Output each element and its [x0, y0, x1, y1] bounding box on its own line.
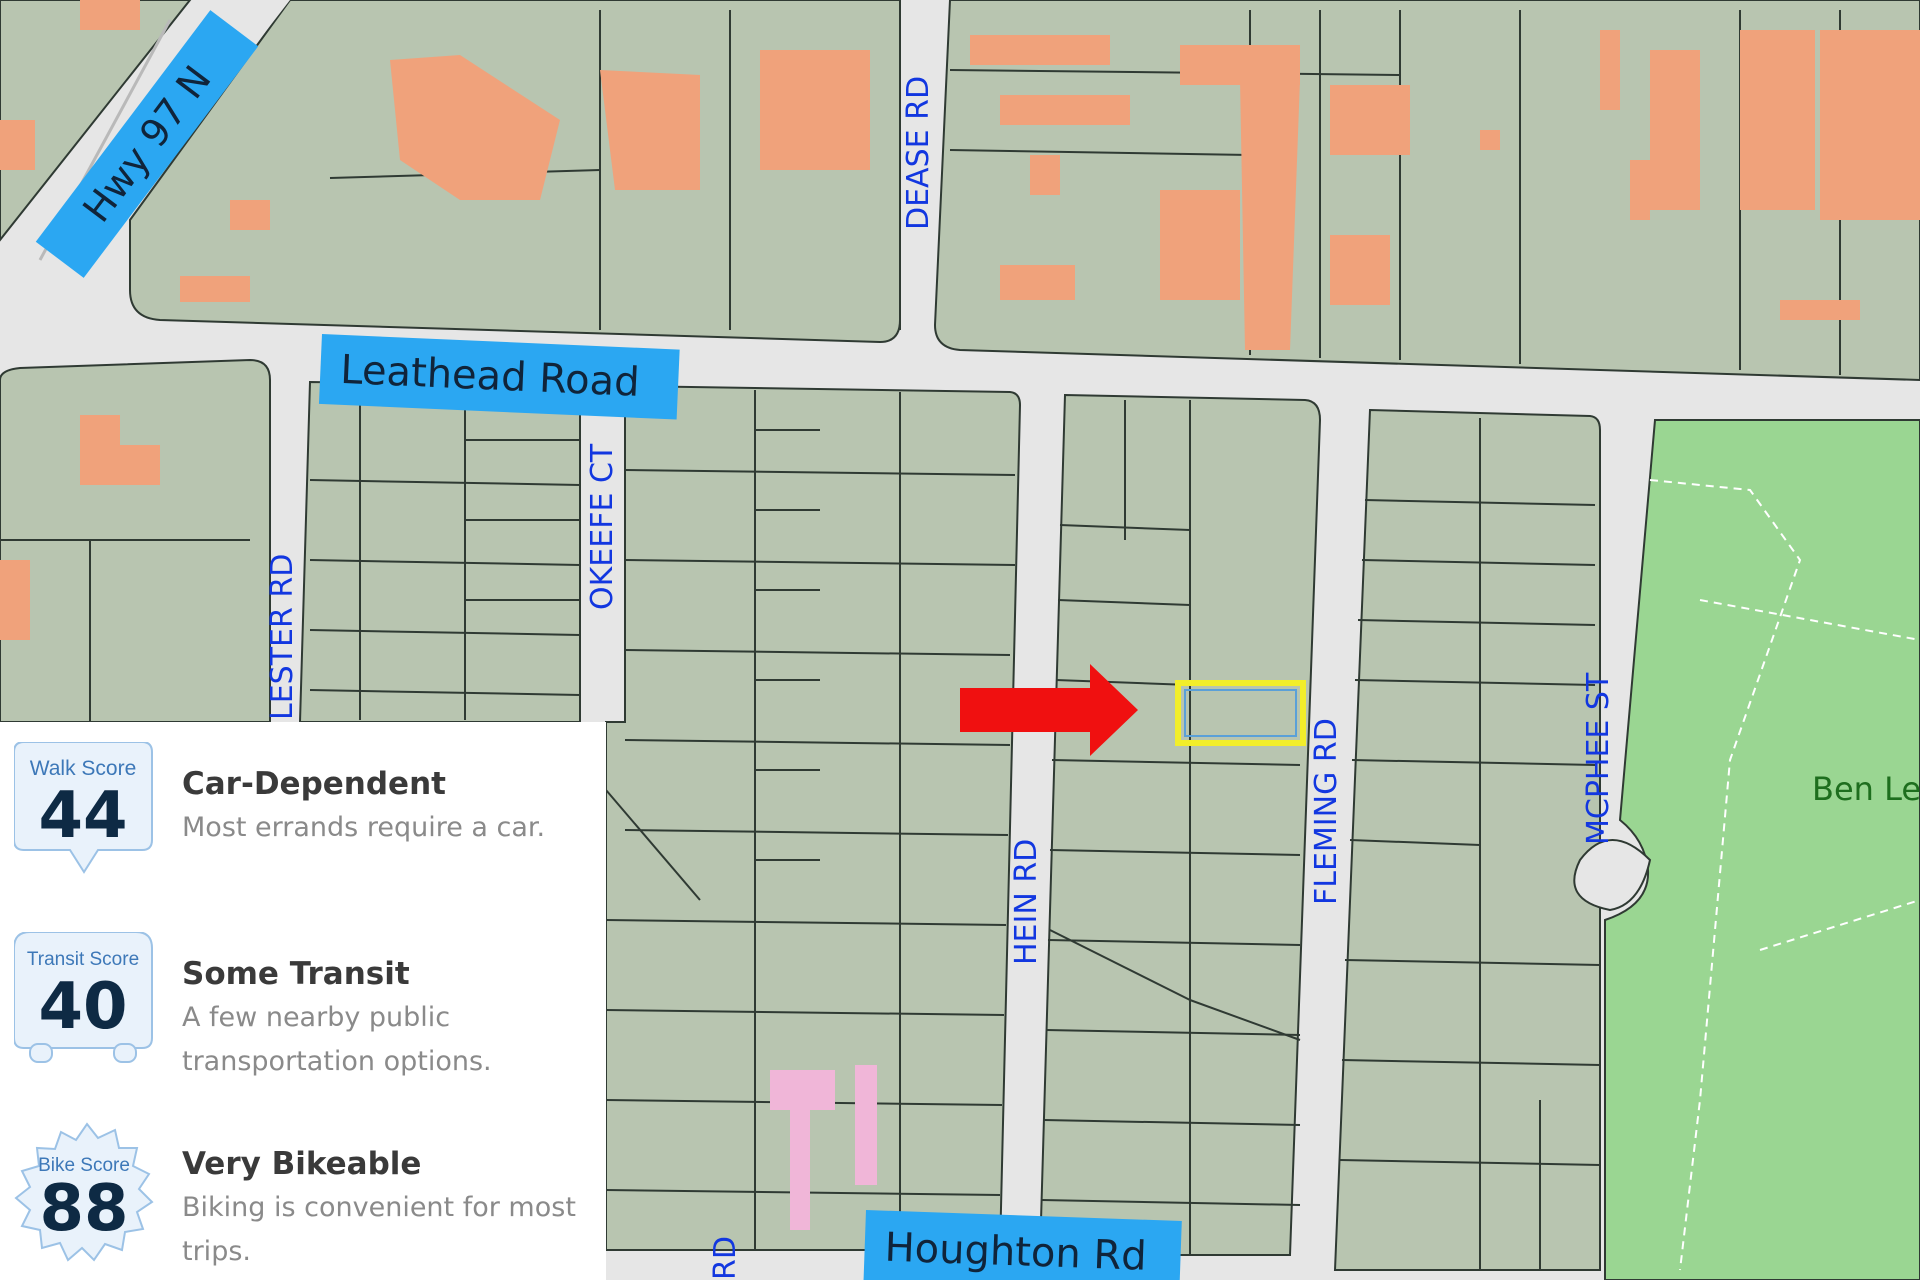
street-label-okeefe: OKEEFE CT [585, 443, 620, 610]
bike-score-title: Very Bikeable [182, 1146, 422, 1182]
walk-score-row: Walk Score 44 Car-Dependent Most errands… [0, 742, 606, 912]
street-label-fleming: FLEMING RD [1309, 718, 1344, 905]
bike-score-badge-icon: Bike Score 88 [14, 1122, 154, 1262]
north-buildings [0, 0, 1920, 640]
walk-score-value: 44 [38, 779, 127, 853]
location-arrow-icon [960, 664, 1138, 756]
street-label-hein: HEIN RD [1009, 839, 1044, 965]
road-label-leathead-text: Leathead Road [339, 346, 641, 406]
south-buildings [770, 1065, 877, 1230]
transit-score-badge-icon: Transit Score 40 [14, 932, 153, 1063]
transit-score-title: Some Transit [182, 956, 410, 992]
street-label-lester: LESTER RD [265, 554, 300, 720]
street-label-mcphee: MCPHEE ST [1581, 672, 1616, 845]
bike-score-value: 88 [39, 1172, 128, 1246]
walk-score-badge-name: Walk Score [30, 757, 137, 780]
street-label-bottom: RD [708, 1236, 743, 1280]
road-label-houghton-text: Houghton Rd [883, 1224, 1148, 1280]
transit-score-row: Transit Score 40 Some Transit A few near… [0, 932, 606, 1102]
park-label: Ben Le [1812, 770, 1920, 808]
south-blocks [298, 380, 1601, 1271]
walk-score-badge-icon: Walk Score 44 [14, 742, 153, 874]
transit-score-value: 40 [38, 970, 127, 1044]
walk-score-title: Car-Dependent [182, 766, 446, 802]
park[interactable]: Ben Le [1573, 419, 1920, 1280]
street-label-dease: DEASE RD [901, 76, 936, 230]
transit-score-badge-name: Transit Score [27, 949, 139, 970]
selected-parcel[interactable] [1175, 680, 1306, 746]
score-panel: Walk Score 44 Car-Dependent Most errands… [0, 722, 606, 1280]
walk-score-desc: Most errands require a car. [182, 812, 546, 843]
road-label-houghton: Houghton Rd [863, 1210, 1182, 1280]
transit-score-desc: A few nearby public transportation optio… [182, 1002, 492, 1077]
south-lot-lines [309, 390, 1601, 1270]
bike-score-badge-name: Bike Score [38, 1155, 130, 1176]
bike-score-row: Bike Score 88 Very Bikeable Biking is co… [0, 1122, 606, 1280]
bike-score-desc: Biking is convenient for most trips. [182, 1192, 576, 1267]
selected-parcel-outline [1184, 689, 1297, 737]
